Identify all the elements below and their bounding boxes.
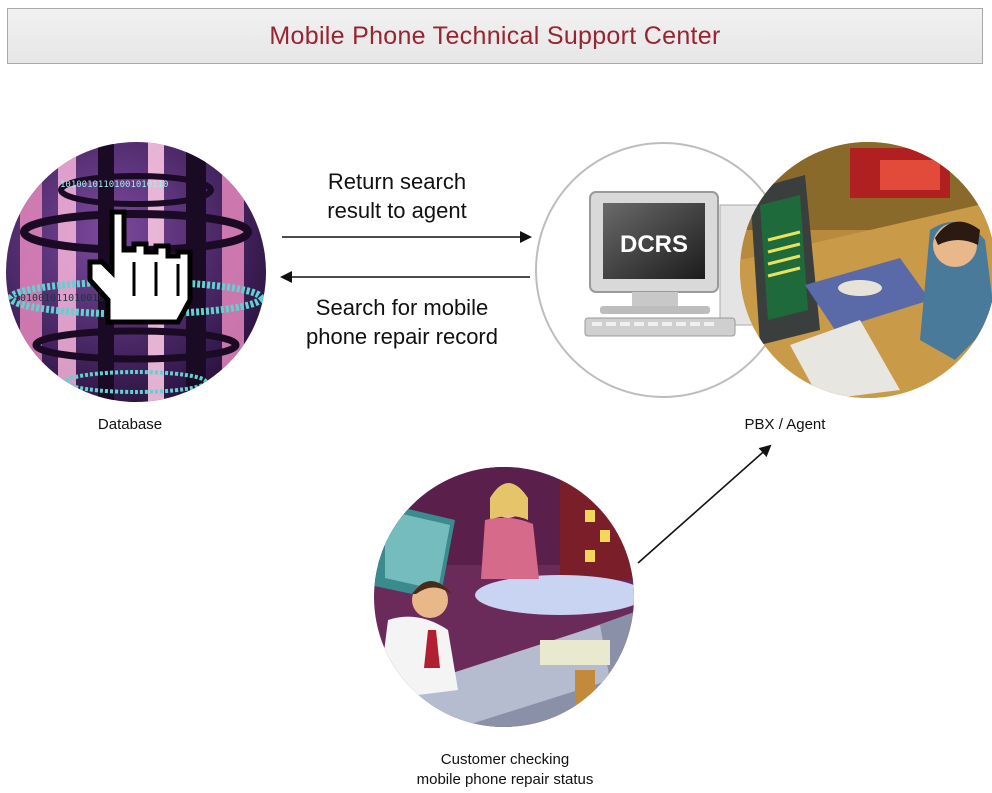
title-bar: Mobile Phone Technical Support Center — [7, 8, 983, 64]
return-result-line2: result to agent — [327, 198, 467, 223]
search-record-line1: Search for mobile — [315, 295, 489, 320]
binary-text-middle: 10100101101001010110 — [14, 293, 134, 304]
page-title: Mobile Phone Technical Support Center — [269, 22, 721, 50]
customer-to-agent-arrow — [637, 444, 772, 564]
dcrs-screen-text: DCRS — [620, 231, 688, 258]
return-result-line1: Return search — [327, 169, 467, 194]
customer-label: Customer checking mobile phone repair st… — [370, 750, 640, 790]
database-globe-image: 10100101101001010110 1010010110100101011… — [6, 142, 266, 402]
agent-image — [740, 142, 992, 398]
customer-label-line1: Customer checking — [440, 751, 570, 768]
customer-image — [374, 467, 634, 727]
hand-cursor-icon — [87, 209, 193, 325]
search-record-label: Search for mobile phone repair record — [287, 293, 517, 351]
pbx-agent-label: PBX / Agent — [744, 416, 826, 433]
search-record-line2: phone repair record — [305, 324, 498, 349]
database-label: Database — [97, 416, 163, 433]
binary-text-top: 10100101101001010110 — [60, 180, 168, 190]
return-result-label: Return search result to agent — [287, 167, 507, 225]
customer-label-line2: mobile phone repair status — [416, 771, 594, 788]
